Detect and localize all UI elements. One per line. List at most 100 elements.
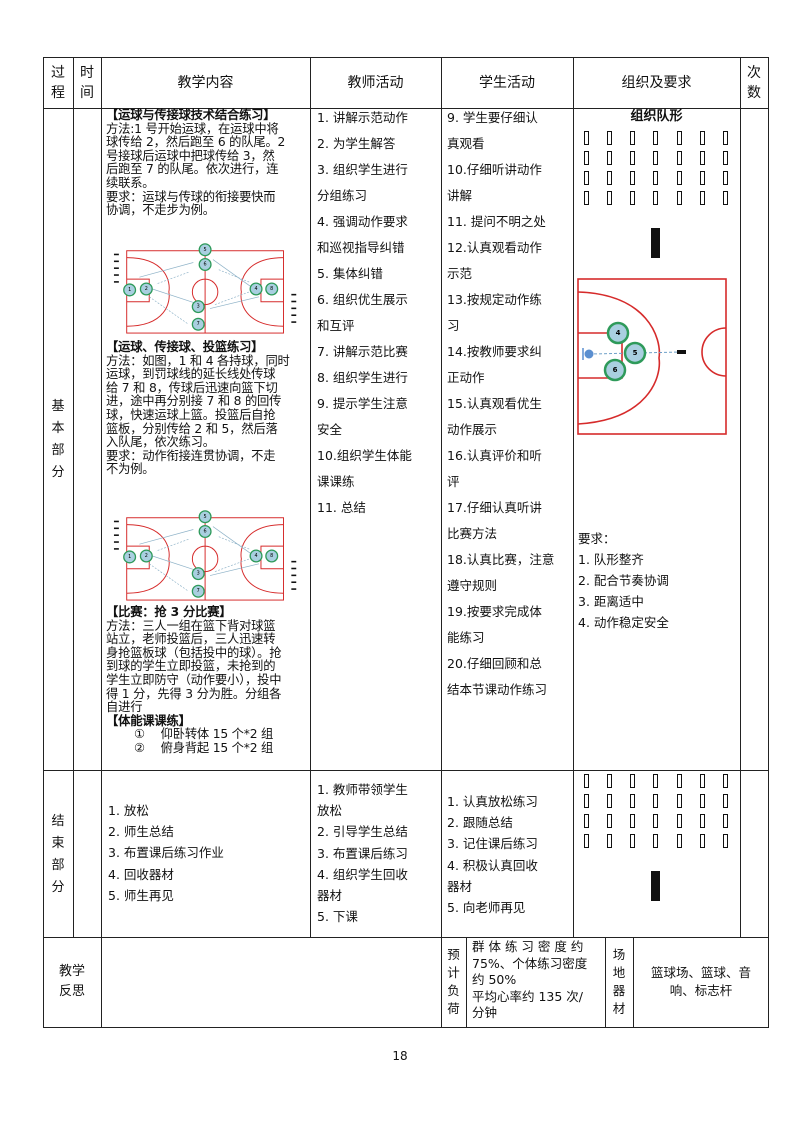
student-icon <box>653 191 659 205</box>
svg-text:5: 5 <box>633 349 638 357</box>
line: 19.按要求完成体 <box>447 604 542 619</box>
line: 篮板，分别传给 2 和 5，然后落 <box>106 421 278 436</box>
student-icon <box>584 171 590 185</box>
student-icon <box>584 834 590 848</box>
venue-text: 篮球场、篮球、音响、标志杆 <box>650 965 751 998</box>
line: 分组练习 <box>317 188 368 203</box>
queue-marker <box>291 581 297 584</box>
line: 8. 组织学生进行 <box>317 370 408 385</box>
queue-marker <box>291 588 297 590</box>
svg-text:6: 6 <box>613 366 618 374</box>
student-icon <box>653 131 659 145</box>
student-icon <box>630 191 636 205</box>
line: 安全 <box>317 422 343 437</box>
header-content: 教学内容 <box>177 74 234 91</box>
line: 17.仔细认真听讲 <box>447 500 542 515</box>
line: 4. 回收器材 <box>108 866 174 882</box>
student-icon <box>722 814 728 828</box>
queue-marker <box>291 321 297 323</box>
student-icon <box>630 171 636 185</box>
student-icon <box>676 794 682 808</box>
drill-3-title: 【比赛：抢 3 分比赛】 <box>106 605 232 619</box>
line: 正动作 <box>447 370 485 385</box>
student-icon <box>699 171 705 185</box>
student-icon <box>584 191 590 205</box>
player-marker: 1 <box>123 283 137 297</box>
player-number: 5 <box>204 514 207 520</box>
student-icon <box>630 774 636 788</box>
line: 16.认真评价和听 <box>447 448 542 463</box>
student-formation-end <box>575 774 737 848</box>
load-label: 预 计 负 荷 <box>447 947 460 1016</box>
student-icon <box>722 774 728 788</box>
line: 进，途中再分别接 7 和 8 的回传 <box>106 394 282 409</box>
line: 续联系。 <box>106 175 155 190</box>
queue-marker <box>113 548 119 550</box>
player-marker: 7 <box>191 317 205 331</box>
line: 15.认真观看优生 <box>447 396 542 411</box>
player-marker: 8 <box>265 282 279 296</box>
line: 群 体 练 习 密 度 约 <box>472 939 584 954</box>
section-basic-label: 基 本 部 分 <box>51 399 65 480</box>
player-marker: 8 <box>265 549 279 563</box>
student-icon <box>630 794 636 808</box>
line: 11. 提问不明之处 <box>447 214 546 229</box>
line: 18.认真比赛，注意 <box>447 552 555 567</box>
student-icon <box>722 191 728 205</box>
student-icon <box>699 131 705 145</box>
queue-marker <box>291 293 297 296</box>
player-number: 6 <box>204 261 207 267</box>
student-icon <box>584 131 590 145</box>
line: ① 仰卧转体 15 个*2 组 <box>134 727 274 742</box>
header-process: 过 程 <box>51 64 65 101</box>
line: 讲解 <box>447 188 473 203</box>
line: 75%、个体练习密度 <box>472 955 588 971</box>
player-marker: 5 <box>198 510 212 524</box>
line: 身抢篮板球（包括投中的球）。抢 <box>106 645 282 660</box>
line: 球，快速运球上篮。投篮后自抢 <box>106 407 276 422</box>
student-icon <box>699 834 705 848</box>
header-time: 时 间 <box>80 64 94 101</box>
teacher-icon <box>651 228 660 258</box>
player-number: 7 <box>197 588 200 594</box>
player-number: 3 <box>197 304 200 310</box>
line: 分钟 <box>472 1005 498 1020</box>
reflection-content[interactable] <box>101 937 441 1027</box>
line: 4. 动作稳定安全 <box>578 615 669 630</box>
line: 5. 下课 <box>317 909 358 925</box>
line: 10.仔细听讲动作 <box>447 162 542 177</box>
student-icon <box>653 814 659 828</box>
drill-1-title: 【运球与传接球技术结合练习】 <box>106 108 276 122</box>
line: 动作展示 <box>447 422 498 437</box>
student-icon <box>607 814 613 828</box>
venue-label: 场 地 器 材 <box>612 947 626 1016</box>
line: 课课练 <box>317 474 355 489</box>
line: 3. 布置课后练习作业 <box>108 845 224 861</box>
student-icon <box>699 794 705 808</box>
line: 12.认真观看动作 <box>447 240 542 255</box>
line: 不为例。 <box>106 462 155 477</box>
player-number: 4 <box>254 553 257 559</box>
line: 方法：三人一组在篮下背对球篮 <box>106 618 276 633</box>
line: 后跑至 7 的队尾。依次进行，连 <box>106 162 279 177</box>
student-icon <box>722 151 728 165</box>
student-icon <box>653 794 659 808</box>
student-icon <box>699 774 705 788</box>
court-player-6: 6 <box>603 358 627 382</box>
drill-2-text: 方法：如图，1 和 4 各持球，同时运球，到罚球线的延长线处传球给 7 和 8，… <box>106 353 310 477</box>
student-icon <box>699 814 705 828</box>
line: 和互评 <box>317 318 355 333</box>
line: 号接球后运球中把球传给 3，然 <box>106 148 275 163</box>
student-icon <box>722 834 728 848</box>
line: 方法：如图，1 和 4 各持球，同时 <box>106 353 290 368</box>
line: 结本节课动作练习 <box>447 682 548 697</box>
queue-marker <box>113 260 119 263</box>
line: 和巡视指导纠错 <box>317 240 405 255</box>
header-student: 学生活动 <box>479 74 535 91</box>
header-count: 次 数 <box>747 64 761 101</box>
line: 1. 认真放松练习 <box>447 794 538 809</box>
